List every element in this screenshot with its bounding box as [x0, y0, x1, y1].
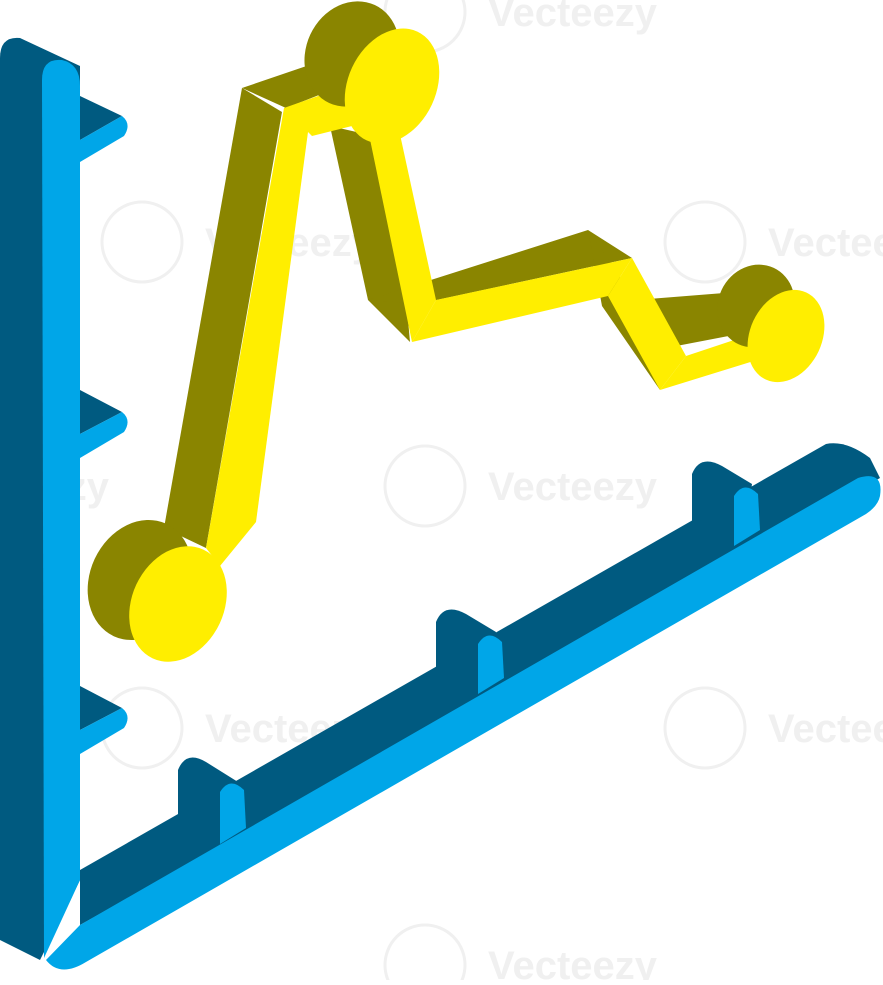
- watermark-mark: Vecteezy: [663, 686, 883, 770]
- y-axis-tick: [80, 96, 128, 162]
- svg-text:Vecteezy: Vecteezy: [768, 707, 883, 751]
- data-point-icon: [717, 264, 825, 383]
- watermark-mark: Vecteezy: [663, 200, 883, 284]
- y-axis-tick: [80, 390, 128, 458]
- watermark-mark: Vecteezy: [383, 923, 658, 985]
- x-axis-tick: [178, 757, 246, 844]
- svg-text:Vecteezy: Vecteezy: [768, 221, 883, 265]
- svg-text:Vecteezy: Vecteezy: [488, 944, 658, 980]
- data-point-icon: [87, 519, 227, 662]
- y-axis-tick: [80, 686, 128, 754]
- x-axis-tick: [436, 609, 504, 694]
- svg-text:Vecteezy: Vecteezy: [488, 0, 658, 35]
- data-point-icon: [304, 1, 440, 144]
- x-axis-tick: [692, 461, 760, 546]
- watermark-mark: Vecteezy: [383, 444, 658, 528]
- svg-text:Vecteezy: Vecteezy: [488, 465, 658, 509]
- chart-axes-icon: [0, 37, 881, 970]
- y-axis-front: [42, 59, 80, 959]
- line-graph-icon: [87, 1, 825, 662]
- x-axis-front: [46, 476, 881, 970]
